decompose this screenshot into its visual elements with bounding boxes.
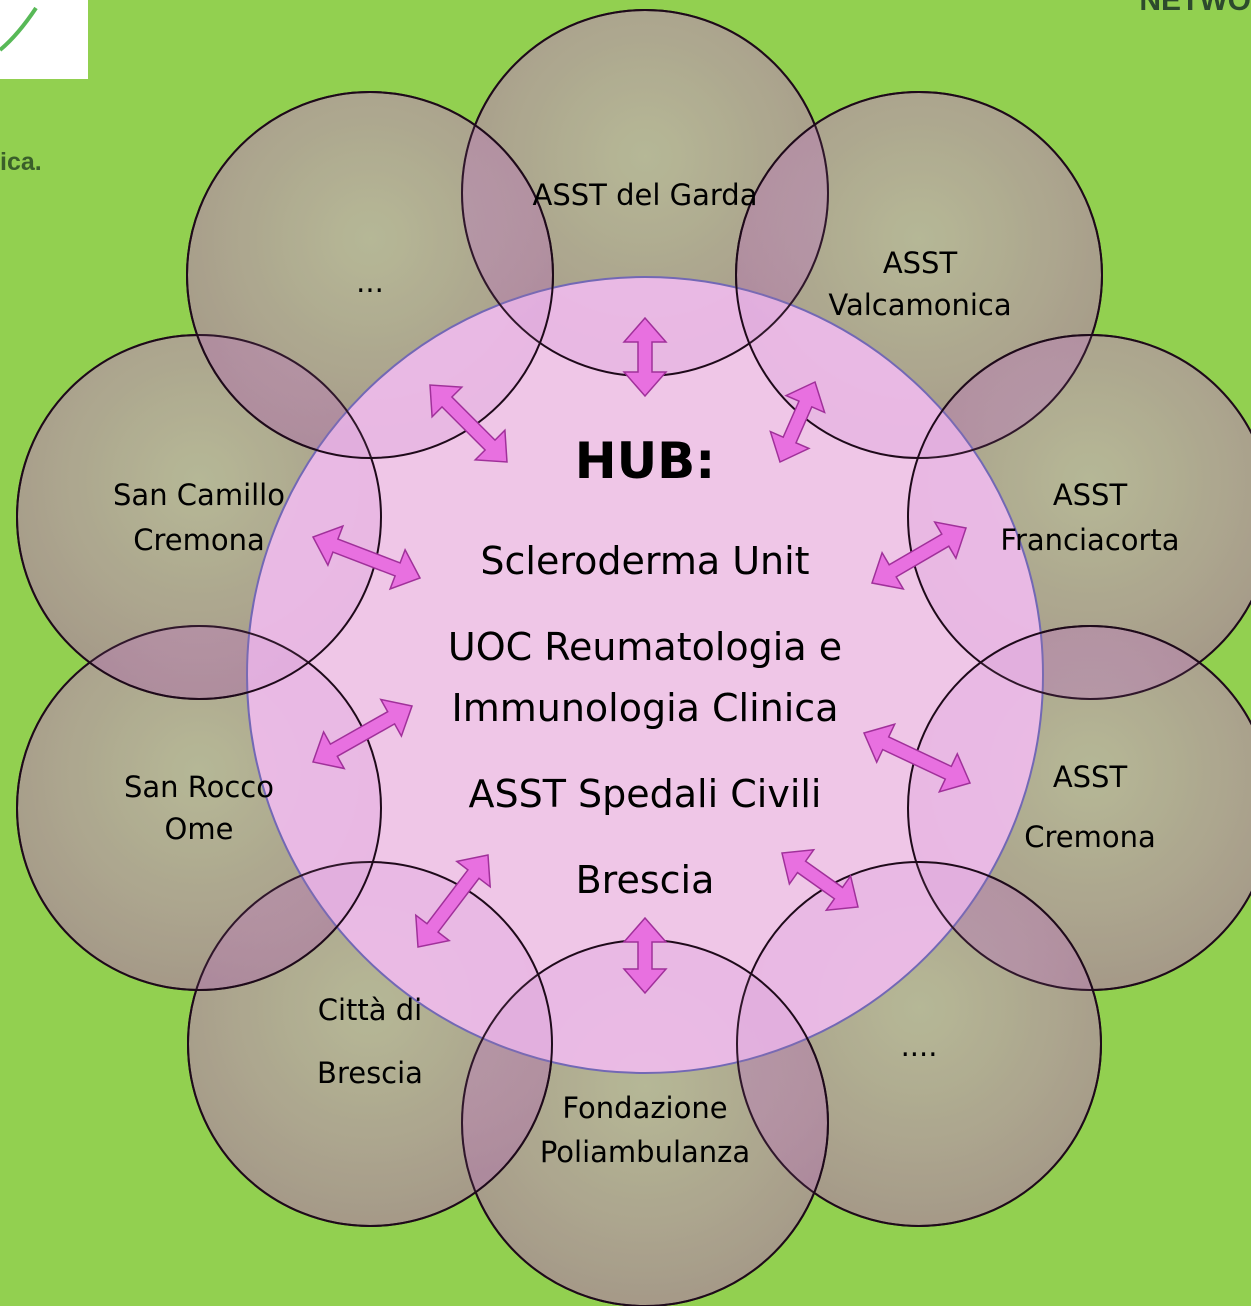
- spoke-outline-cremona: [907, 625, 1251, 991]
- spoke-label-franciacorta-0: ASST: [1053, 478, 1128, 512]
- spoke-label-ellipsis-3-0: ...: [356, 265, 384, 299]
- hub-line-3: ASST Spedali Civili: [468, 772, 821, 816]
- spoke-label-san-rocco-0: San Rocco: [124, 770, 274, 804]
- spoke-label-valcamonica-1: Valcamonica: [828, 288, 1011, 322]
- double-arrow-citta-brescia: [414, 854, 492, 948]
- spoke-label-franciacorta-1: Franciacorta: [1000, 523, 1179, 557]
- double-arrow-valcamonica: [769, 380, 826, 464]
- spoke-label-citta-brescia-1: Brescia: [317, 1056, 423, 1090]
- spoke-label-poliambulanza-0: Fondazione: [562, 1091, 727, 1125]
- hub-line-0: Scleroderma Unit: [480, 539, 809, 583]
- double-arrow-san-rocco: [312, 698, 413, 770]
- spoke-outline-franciacorta: [907, 334, 1251, 700]
- spoke-label-san-rocco-1: Ome: [165, 812, 234, 846]
- spoke-label-valcamonica-0: ASST: [883, 246, 958, 280]
- spoke-label-poliambulanza-1: Poliambulanza: [540, 1135, 750, 1169]
- spoke-label-ellipsis-4-0: ....: [901, 1029, 938, 1063]
- logo-panel: [0, 0, 88, 79]
- double-arrow-ellipsis-4: [781, 848, 859, 912]
- double-arrow-ellipsis-3: [429, 384, 508, 463]
- spoke-label-san-camillo-1: Cremona: [133, 523, 265, 557]
- spoke-label-garda-0: ASST del Garda: [533, 178, 758, 212]
- cut-off-text-left: ica.: [0, 148, 42, 176]
- spoke-outline-ellipsis-3: [186, 91, 554, 459]
- spoke-label-cremona-0: ASST: [1053, 760, 1128, 794]
- double-arrow-poliambulanza: [622, 916, 668, 995]
- spoke-outline-san-camillo: [16, 334, 382, 700]
- double-arrow-cremona: [862, 723, 972, 793]
- double-arrow-garda: [622, 316, 668, 398]
- logo-checkmark-icon: [0, 6, 38, 52]
- hub-circle: [246, 276, 1044, 1074]
- double-arrow-san-camillo: [311, 524, 422, 591]
- spoke-outline-san-rocco: [16, 625, 382, 991]
- spoke-outline-valcamonica: [735, 91, 1103, 459]
- spoke-label-citta-brescia-0: Città di: [318, 993, 423, 1027]
- spoke-label-cremona-1: Cremona: [1024, 820, 1156, 854]
- cut-off-title-top-right: NETWO: [1139, 0, 1251, 17]
- hub-line-2: Immunologia Clinica: [452, 686, 839, 730]
- hub-title: HUB:: [575, 432, 716, 490]
- spoke-outline-citta-brescia: [187, 861, 553, 1227]
- hub-line-1: UOC Reumatologia e: [448, 625, 842, 669]
- double-arrow-franciacorta: [871, 520, 967, 591]
- hub-line-4: Brescia: [576, 858, 715, 902]
- spoke-label-san-camillo-0: San Camillo: [113, 478, 285, 512]
